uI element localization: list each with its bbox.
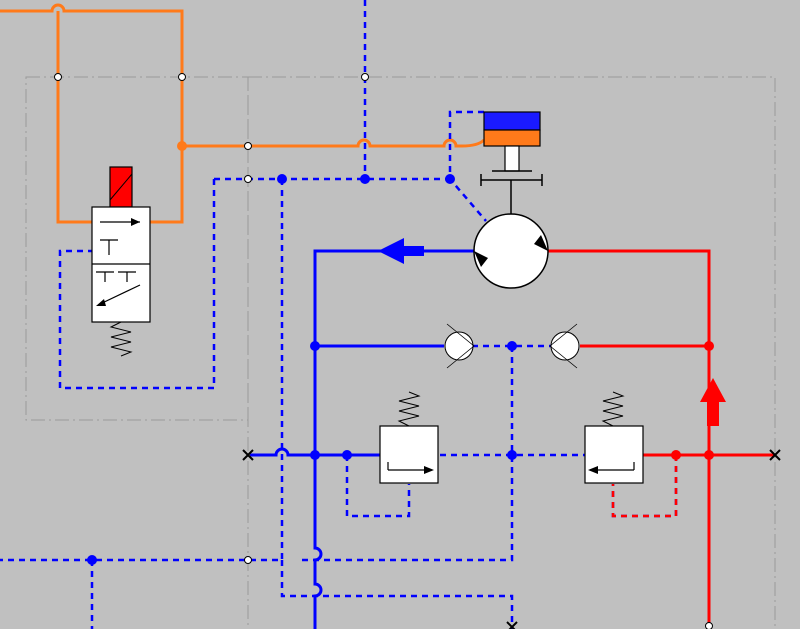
spring-icon (397, 391, 421, 427)
spring-icon (601, 391, 625, 427)
pilot-lines-orange (0, 3, 486, 224)
spring-icon (109, 321, 133, 357)
relief-valve-right[interactable] (584, 391, 644, 484)
connection-points-white (54, 73, 713, 629)
hydraulic-motor[interactable] (473, 213, 549, 289)
junction-dots-blue (87, 174, 517, 565)
junction-dots-red (671, 341, 714, 460)
motor-triangle-icon (534, 235, 548, 251)
brake-cylinder[interactable] (480, 111, 543, 214)
pilot-line-red-dashed (611, 455, 678, 518)
check-valve-left[interactable] (444, 323, 475, 369)
return-lines-blue (250, 249, 474, 629)
flow-arrow-up-icon (700, 378, 726, 426)
check-valve-right[interactable] (549, 323, 580, 369)
flow-arrow-left-icon (378, 238, 424, 264)
solenoid-valve[interactable] (91, 166, 151, 357)
junction-orange (177, 141, 187, 151)
relief-valve-left[interactable] (379, 391, 439, 484)
plug-x-icon (242, 449, 781, 629)
motor-triangle-icon (474, 251, 488, 267)
